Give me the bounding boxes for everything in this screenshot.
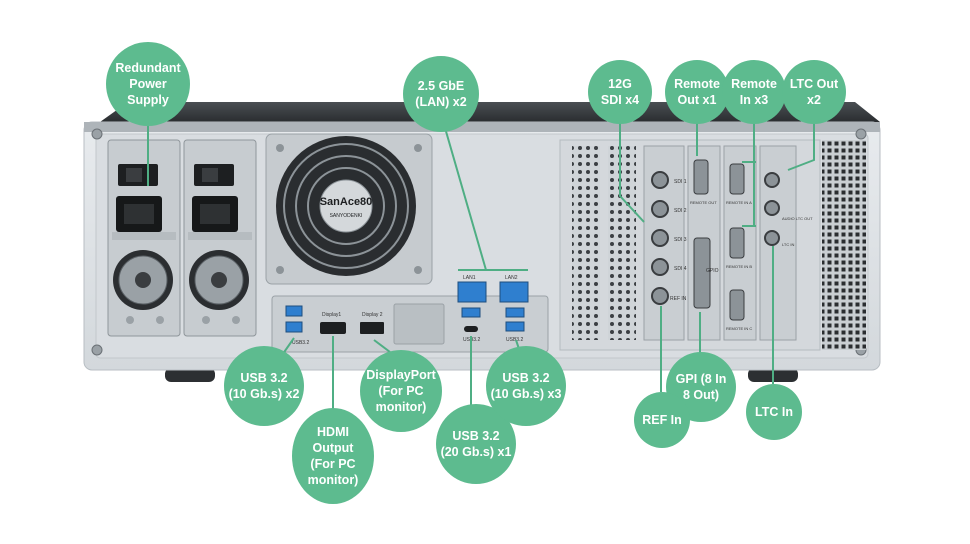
usb-port-left-2 bbox=[285, 321, 303, 333]
label-gpio: GPIO bbox=[706, 268, 719, 274]
screw bbox=[855, 128, 867, 140]
label-remote-in-c: REMOTE IN C bbox=[726, 326, 752, 331]
label-sdi4: SDI 4 bbox=[674, 266, 687, 272]
label-display1: Display1 bbox=[322, 312, 341, 318]
callout-ltc-out: LTC Out x2 bbox=[782, 60, 846, 124]
label-sdi1: SDI 1 bbox=[674, 179, 687, 185]
cooling-fan: SanAce80 SANYODENKI bbox=[265, 133, 433, 285]
foot-left bbox=[165, 368, 215, 382]
usb-c-port bbox=[464, 326, 478, 332]
vent-slot-1 bbox=[572, 146, 600, 340]
callout-usb-right: USB 3.2 (10 Gb.s) x3 bbox=[486, 346, 566, 426]
label-sdi3: SDI 3 bbox=[674, 237, 687, 243]
label-ref-in: REF IN bbox=[670, 296, 687, 302]
callout-usb-left: USB 3.2 (10 Gb.s) x2 bbox=[224, 346, 304, 426]
label-remote-out: REMOTE OUT bbox=[690, 200, 717, 205]
gpio-connector bbox=[693, 237, 711, 309]
callout-hdmi: HDMI Output (For PC monitor) bbox=[292, 408, 374, 504]
sdi-card: SDI 1 SDI 2 SDI 3 SDI 4 REF IN bbox=[643, 145, 687, 341]
callout-sdi: 12G SDI x4 bbox=[588, 60, 652, 124]
vent-slot-2 bbox=[608, 146, 636, 340]
lan-port-2 bbox=[499, 281, 529, 303]
usb-port-right-2 bbox=[505, 321, 525, 332]
label-usb-left: USB3.2 bbox=[292, 340, 309, 346]
callout-ref-in: REF In bbox=[634, 392, 690, 448]
callout-remote-out: Remote Out x1 bbox=[665, 60, 729, 124]
sdi-connector-4 bbox=[651, 258, 669, 276]
remote-in-connector-b bbox=[729, 227, 745, 259]
remote-in-card: REMOTE IN A REMOTE IN B REMOTE IN C bbox=[723, 145, 757, 341]
label-usb-right: USB3.2 bbox=[506, 337, 523, 343]
fan-label: SanAce80 bbox=[320, 196, 373, 208]
ltc-out-connector-2 bbox=[764, 200, 780, 216]
side-vent bbox=[822, 140, 866, 350]
leader-remote-in bbox=[742, 122, 756, 227]
lan-port-1 bbox=[457, 281, 487, 303]
power-supply-2 bbox=[183, 139, 257, 337]
usb-port-left-1 bbox=[285, 305, 303, 317]
remote-in-connector-a bbox=[729, 163, 745, 195]
ltc-out-connector-1 bbox=[764, 172, 780, 188]
usb-port-right-3 bbox=[461, 307, 481, 318]
sdi-connector-3 bbox=[651, 229, 669, 247]
sdi-connector-2 bbox=[651, 200, 669, 218]
hdmi-port bbox=[320, 322, 346, 334]
callout-lan: 2.5 GbE (LAN) x2 bbox=[403, 56, 479, 132]
callout-displayport: DisplayPort (For PC monitor) bbox=[360, 350, 442, 432]
label-remote-in-b: REMOTE IN B bbox=[726, 264, 752, 269]
screw bbox=[91, 128, 103, 140]
power-supply-1 bbox=[107, 139, 181, 337]
leader-lan bbox=[440, 113, 528, 271]
displayport-port bbox=[360, 322, 384, 334]
ltc-card: AUDIO LTC OUT LTC IN bbox=[759, 145, 813, 341]
remote-out-connector bbox=[693, 159, 709, 195]
usb-port-right-1 bbox=[505, 307, 525, 318]
remote-in-connector-c bbox=[729, 289, 745, 321]
label-ltc-out: AUDIO LTC OUT bbox=[782, 216, 813, 221]
screw bbox=[91, 344, 103, 356]
gpio-card: REMOTE OUT GPIO bbox=[687, 145, 721, 341]
label-ltc-in: LTC IN bbox=[782, 242, 794, 247]
fan-brand: SANYODENKI bbox=[330, 213, 363, 219]
label-remote-in-a: REMOTE IN A bbox=[726, 200, 752, 205]
callout-power-supply: Redundant Power Supply bbox=[106, 42, 190, 126]
label-lan1: LAN1 bbox=[463, 275, 476, 281]
ltc-in-connector bbox=[764, 230, 780, 246]
label-lan2: LAN2 bbox=[505, 275, 518, 281]
label-display2: Display 2 bbox=[362, 312, 383, 318]
leader-displayport bbox=[373, 339, 391, 353]
io-panel: USB3.2 Display1 Display 2 LAN1 LAN2 USB3… bbox=[271, 275, 549, 353]
leader-ltc-out bbox=[787, 122, 815, 171]
label-sdi2: SDI 2 bbox=[674, 208, 687, 214]
leader-sdi bbox=[619, 118, 645, 223]
callout-remote-in: Remote In x3 bbox=[722, 60, 786, 124]
callout-ltc-in: LTC In bbox=[746, 384, 802, 440]
sdi-connector-1 bbox=[651, 171, 669, 189]
ref-in-connector bbox=[651, 287, 669, 305]
